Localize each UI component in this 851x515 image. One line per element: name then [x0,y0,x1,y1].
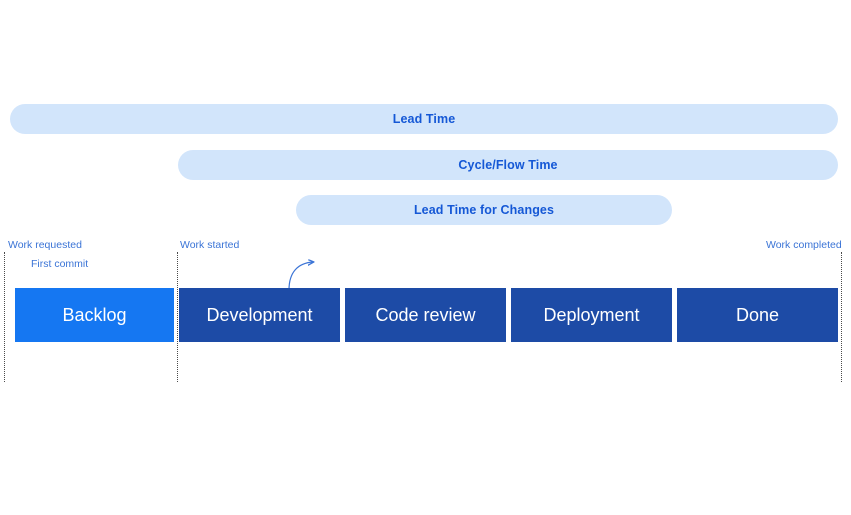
metric-bar-label-cycle-flow-time: Cycle/Flow Time [458,158,558,172]
marker-label-work-completed: Work completed [766,239,842,251]
stage-box-development[interactable]: Development [179,288,340,342]
metric-bar-lead-time-for-changes: Lead Time for Changes [296,195,672,225]
stage-box-deployment[interactable]: Deployment [511,288,672,342]
marker-label-work-started: Work started [180,239,240,251]
stage-box-backlog[interactable]: Backlog [15,288,174,342]
metric-bar-cycle-flow-time: Cycle/Flow Time [178,150,838,180]
metric-bar-label-lead-time: Lead Time [392,112,456,126]
annotation-label-first-commit: First commit [31,258,89,270]
stage-box-code-review[interactable]: Code review [345,288,506,342]
metric-bar-label-lead-time-for-changes: Lead Time for Changes [413,203,555,217]
stage-label-code-review: Code review [375,304,476,325]
marker-line-work-completed [841,252,842,382]
curved-arrow-icon [288,250,324,291]
marker-line-work-started [177,252,178,382]
metric-bar-lead-time: Lead Time [10,104,838,134]
stage-label-backlog: Backlog [62,304,127,325]
stage-label-deployment: Deployment [543,304,640,325]
stage-label-development: Development [206,304,313,325]
marker-label-work-requested: Work requested [8,239,82,251]
annotation-first-commit [284,250,404,292]
stage-box-done[interactable]: Done [677,288,838,342]
stage-label-done: Done [735,304,780,325]
marker-line-work-requested [4,252,5,382]
